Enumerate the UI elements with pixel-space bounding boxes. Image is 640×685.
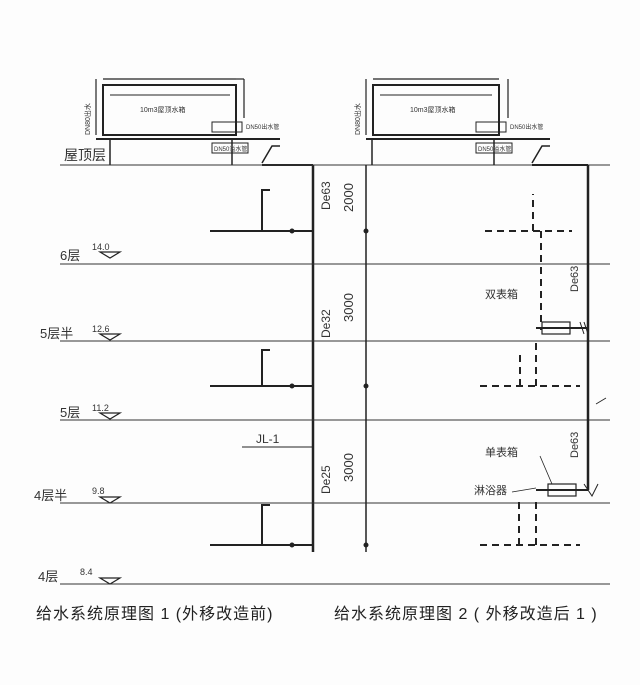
floor-lines [60, 164, 610, 585]
left-datum-5h [97, 333, 123, 341]
right-overflow-box [475, 142, 513, 154]
floor-5-name: 5层 [60, 405, 80, 420]
left-branch-4h [210, 504, 313, 546]
right-dn80-tag: DN80出水 [353, 103, 362, 135]
right-roof-tank [372, 84, 500, 136]
left-valve-4h [289, 542, 295, 548]
left-pipe-lower-label: De25 [319, 465, 333, 494]
floor-4h-elev: 9.8 [92, 486, 105, 496]
floor-4h-name: 4层半 [34, 488, 67, 503]
dimension-3000-lower: 3000 [341, 453, 356, 482]
left-overflow-box [211, 142, 249, 154]
right-old-branch-5h [480, 340, 580, 387]
floor-5h-name: 5层半 [40, 326, 73, 341]
floor-4-name: 4层 [38, 569, 58, 584]
riser-tag-jl1: JL-1 [256, 432, 280, 446]
heater-leader [511, 487, 537, 493]
left-riser-elbow [261, 145, 280, 164]
dim-tick-3 [363, 542, 369, 548]
right-outlet-box [475, 121, 507, 133]
single-meter-leader [539, 455, 553, 485]
right-riser-elbow [531, 145, 550, 164]
dim-tick-1 [363, 228, 369, 234]
floor-6-elev: 14.0 [92, 242, 110, 252]
left-pipe-upper-label: De63 [319, 181, 333, 210]
left-diagram [95, 78, 315, 585]
right-dn50-tag: DN50出水管 [510, 123, 543, 131]
floor-4-elev: 8.4 [80, 567, 93, 577]
right-pipe-lower-label: De63 [569, 432, 581, 458]
double-meter-label: 双表箱 [485, 287, 518, 301]
left-roof-tank [102, 84, 237, 136]
heater-label: 淋浴器 [474, 484, 507, 497]
riser-leader-mark [595, 397, 607, 405]
left-dn50-tag: DN50出水管 [246, 123, 279, 131]
single-meter-mark [583, 483, 599, 497]
left-datum-4h [97, 496, 123, 504]
dim-tick-2 [363, 383, 369, 389]
left-valve-5h [289, 383, 295, 389]
left-caption: 给水系统原理图 1 (外移改造前) [36, 606, 274, 623]
right-dn50b-tag: DN50溢水管 [478, 145, 511, 153]
left-dn80-tag: DN80出水 [83, 103, 92, 135]
floor-6-name: 6层 [60, 248, 80, 263]
left-datum-6 [97, 251, 123, 259]
floor-5h-elev: 12.6 [92, 324, 110, 334]
right-tank-label: 10m3屋顶水箱 [410, 105, 456, 114]
floor-5-elev: 11.2 [92, 403, 109, 413]
dimension-2000: 2000 [341, 183, 356, 212]
left-dn50b-tag: DN50溢水管 [214, 145, 247, 153]
left-branch-6 [210, 189, 313, 232]
left-valve-6 [289, 228, 295, 234]
right-diagram [363, 78, 607, 552]
left-pipe-middle-label: De32 [319, 309, 333, 338]
left-tank-label: 10m3屋顶水箱 [140, 105, 186, 114]
right-old-branch-4h [480, 500, 580, 546]
single-meter-label: 单表箱 [485, 445, 518, 459]
double-meter-mark [579, 321, 589, 335]
right-pipe-upper-label: De63 [569, 266, 581, 292]
dimension-3000-upper: 3000 [341, 293, 356, 322]
left-outlet-box [211, 121, 243, 133]
right-old-branch-6 [485, 194, 572, 330]
labels: 10m3屋顶水箱 DN50出水管 DN50溢水管 DN80出水 屋顶层 De63… [34, 103, 581, 584]
left-branch-5h [210, 349, 313, 387]
left-datum-5 [97, 412, 123, 420]
left-datum-4 [97, 577, 123, 585]
roof-floor-label: 屋顶层 [64, 147, 106, 163]
right-caption: 给水系统原理图 2 ( 外移改造后 1 ) [334, 606, 598, 623]
